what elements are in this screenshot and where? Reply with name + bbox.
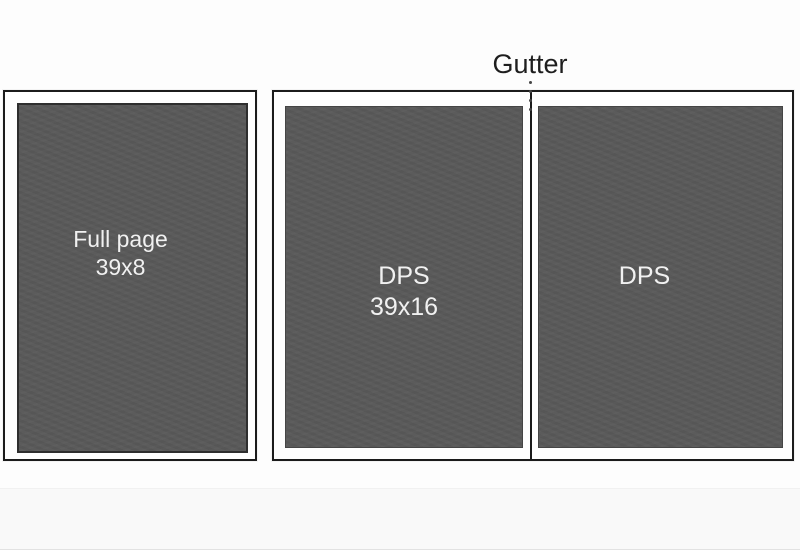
dps-right-ad-label-line1: DPS xyxy=(618,262,671,290)
dps-right-ad-block: DPS xyxy=(538,106,783,448)
leader-dot xyxy=(529,99,532,102)
full-page-ad-label-line1: Full page xyxy=(73,226,168,252)
dps-left-ad-label: DPS 39x16 xyxy=(286,261,522,323)
gutter-dotted-leader-line xyxy=(529,81,532,111)
gutter-fold-line xyxy=(530,91,532,460)
gutter-annotation-label: Gutter xyxy=(492,49,568,79)
dps-left-ad-size: 39x16 xyxy=(369,293,439,321)
double-page-spread-mockup: DPS 39x16 DPS xyxy=(272,90,794,461)
full-page-ad-block: Full page 39x8 xyxy=(17,103,248,453)
full-page-ad-label: Full page 39x8 xyxy=(19,225,234,281)
dps-right-ad-label: DPS xyxy=(539,261,766,292)
full-page-ad-size: 39x8 xyxy=(95,254,146,280)
bottom-background-shade xyxy=(0,488,800,550)
leader-dot xyxy=(529,108,532,111)
single-page-mockup: Full page 39x8 xyxy=(3,90,257,461)
dps-left-ad-label-line1: DPS xyxy=(378,262,430,290)
leader-dot xyxy=(529,90,532,93)
leader-dot xyxy=(529,81,532,84)
dps-left-ad-block: DPS 39x16 xyxy=(285,106,523,448)
